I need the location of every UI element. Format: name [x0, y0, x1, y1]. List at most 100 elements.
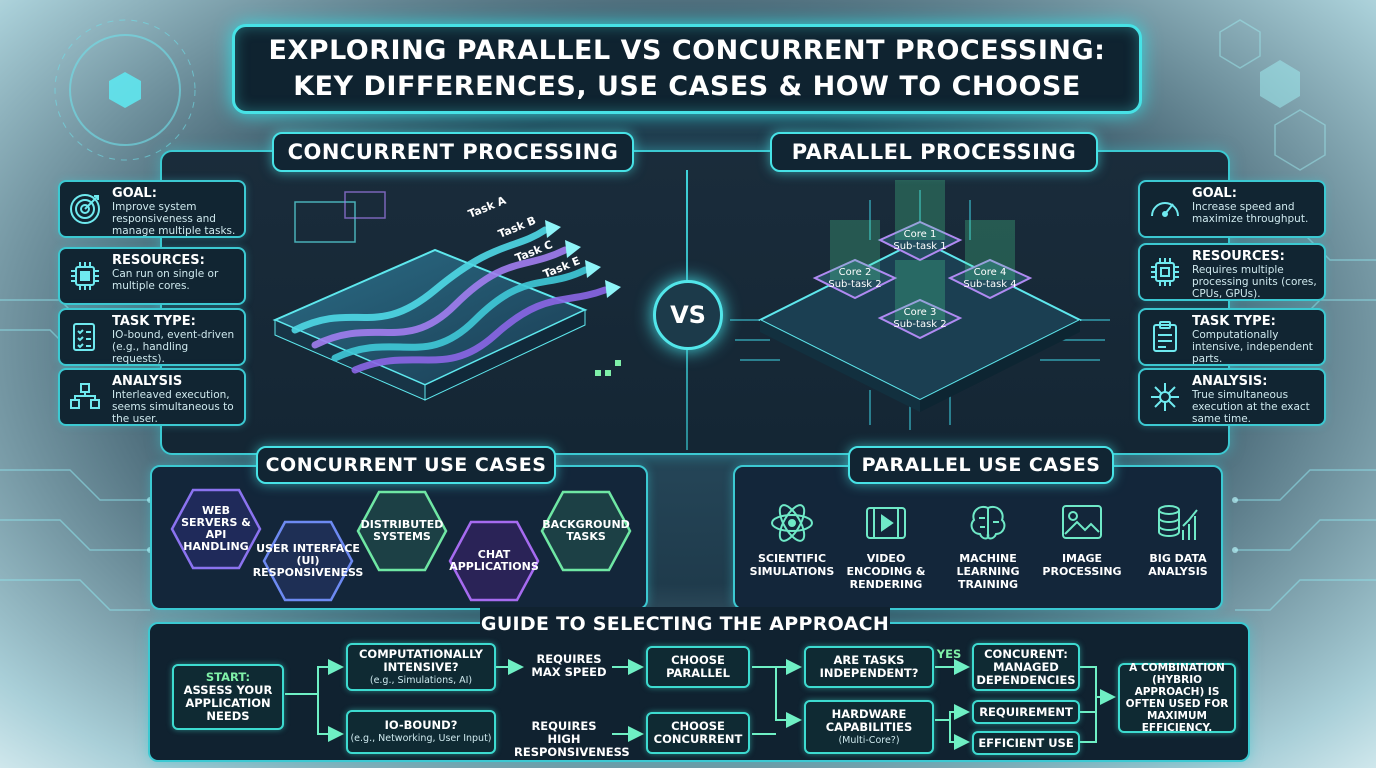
use-case-label: DISTRIBUTED SYSTEMS [360, 518, 444, 543]
use-case-video-encoding: VIDEO ENCODING & RENDERING [836, 500, 936, 591]
core-4-label: Core 4 [974, 267, 1007, 278]
concurrent-goal-card: GOAL: Improve system responsiveness and … [58, 180, 246, 238]
guide-computational-question: COMPUTATIONALLY INTENSIVE? (e.g., Simula… [346, 643, 496, 691]
question-text: COMPUTATIONALLY INTENSIVE? [358, 646, 483, 674]
parallel-use-cases-panel [733, 465, 1223, 610]
card-desc: Computationally intensive, independent p… [1192, 329, 1313, 365]
question-sub: (e.g., Networking, User Input) [350, 733, 492, 744]
card-label: TASK TYPE: [112, 314, 196, 329]
guide-hardware-capabilities: HARDWARE CAPABILITIES (Multi-Core?) [804, 700, 934, 754]
use-case-label: SCIENTIFIC SIMULATIONS [749, 552, 835, 578]
card-label: GOAL: [1192, 186, 1237, 201]
hardware-text: HARDWARE CAPABILITIES [825, 706, 913, 734]
concurrent-illustration: Task A Task B Task C Task E [272, 191, 621, 401]
parallel-illustration: Core 1 Sub-task 1 Core 2 Sub-task 2 Core… [730, 180, 1110, 430]
start-label: START: [205, 670, 251, 684]
target-icon [70, 194, 100, 224]
brain-icon [970, 506, 1006, 540]
use-case-label: WEB SERVERS & API HANDLING [181, 504, 251, 553]
guide-start-box: START: ASSESS YOUR APPLICATION NEEDS [172, 664, 284, 730]
card-label: RESOURCES: [112, 253, 205, 268]
guide-title: GUIDE TO SELECTING THE APPROACH [480, 607, 890, 641]
use-case-background-tasks: BACKGROUND TASKS [540, 490, 632, 572]
concurrent-task-type-card: TASK TYPE: IO-bound, event-driven (e.g.,… [58, 308, 246, 366]
parallel-processing-title: PARALLEL PROCESSING [770, 132, 1098, 172]
main-title-line2: KEY DIFFERENCES, USE CASES & HOW TO CHOO… [293, 71, 1081, 102]
core-3-task: Sub-task 2 [893, 319, 946, 330]
main-title-line1: EXPLORING PARALLEL VS CONCURRENT PROCESS… [268, 35, 1106, 66]
use-case-label: CHAT APPLICATIONS [449, 548, 539, 573]
speedometer-icon [1151, 202, 1179, 217]
concurrent-processing-title: CONCURRENT PROCESSING [272, 132, 634, 172]
parallel-goal-card: GOAL: Increase speed and maximize throug… [1138, 180, 1326, 238]
use-case-scientific-simulations: SCIENTIFIC SIMULATIONS [742, 500, 842, 578]
use-case-label: IMAGE PROCESSING [1042, 552, 1122, 578]
core-2-label: Core 2 [839, 267, 872, 278]
chip-icon [1151, 258, 1179, 286]
task-label-a: Task A [466, 194, 508, 221]
use-case-ui-responsiveness: USER INTERFACE (UI) RESPONSIVENESS [252, 520, 364, 602]
guide-requires-max-speed: REQUIRES MAX SPEED [531, 652, 607, 679]
card-label: GOAL: [112, 186, 157, 201]
card-desc: Requires multiple processing units (core… [1192, 264, 1317, 300]
start-text: ASSESS YOUR APPLICATION NEEDS [183, 683, 273, 723]
core-3-label: Core 3 [904, 307, 937, 318]
hardware-sub: (Multi-Core?) [838, 734, 900, 746]
concurrent-use-cases-title: CONCURRENT USE CASES [256, 446, 556, 484]
main-title-box: EXPLORING PARALLEL VS CONCURRENT PROCESS… [232, 24, 1142, 114]
card-label: ANALYSIS [112, 374, 183, 389]
use-case-image-processing: IMAGE PROCESSING [1032, 500, 1132, 578]
core-1-task: Sub-task 1 [893, 241, 946, 252]
card-desc: True simultaneous execution at the exact… [1192, 389, 1310, 425]
guide-yes-label: YES [936, 647, 962, 661]
vs-badge: VS [653, 280, 723, 350]
use-case-big-data-analysis: BIG DATA ANALYSIS [1128, 500, 1228, 578]
use-case-chat-applications: CHAT APPLICATIONS [448, 520, 540, 602]
concurrent-resources-card: RESOURCES: Can run on single or multiple… [58, 247, 246, 305]
concurrent-analysis-card: ANALYSIS Interleaved execution, seems si… [58, 368, 246, 426]
guide-efficient-use: EFFICIENT USE [972, 731, 1080, 755]
guide-choose-concurrent: CHOOSE CONCURRENT [646, 712, 750, 754]
use-case-label: MACHINE LEARNING TRAINING [956, 552, 1020, 591]
guide-requires-responsiveness: REQUIRES HIGH RESPONSIVENESS [514, 719, 630, 759]
chip-icon [71, 262, 99, 290]
use-case-label: VIDEO ENCODING & RENDERING [846, 552, 926, 591]
use-case-distributed-systems: DISTRIBUTED SYSTEMS [356, 490, 448, 572]
atom-icon [771, 504, 813, 542]
image-icon [1062, 505, 1102, 539]
core-1-label: Core 1 [904, 229, 937, 240]
parallel-use-cases-title: PARALLEL USE CASES [848, 446, 1114, 484]
core-4-task: Sub-task 4 [963, 279, 1016, 290]
guide-hybrid-conclusion: A COMBINATION (HYBRIO APPROACH) IS OFTEN… [1118, 662, 1236, 734]
use-case-machine-learning: MACHINE LEARNING TRAINING [938, 500, 1038, 591]
clipboard-icon [1153, 321, 1177, 352]
film-icon [866, 507, 906, 539]
parallel-task-type-card: TASK TYPE: Computationally intensive, in… [1138, 308, 1326, 366]
question-sub: (e.g., Simulations, AI) [369, 674, 473, 686]
core-2-task: Sub-task 2 [828, 279, 881, 290]
checklist-icon [73, 323, 95, 351]
card-label: TASK TYPE: [1192, 314, 1276, 329]
use-case-label: BIG DATA ANALYSIS [1148, 552, 1208, 578]
card-desc: Can run on single or multiple cores. [112, 268, 219, 292]
flowchart-icon [70, 383, 100, 409]
card-desc: Increase speed and maximize throughput. [1192, 201, 1309, 225]
card-label: RESOURCES: [1192, 249, 1285, 264]
network-icon [1151, 383, 1179, 411]
guide-concurrent-managed: CONCURENT: MANAGED DEPENDENCIES [972, 643, 1080, 691]
guide-requirement: REQUIREMENT [972, 700, 1080, 724]
guide-io-question: IO-BOUND? (e.g., Networking, User Input) [346, 710, 496, 754]
use-case-web-servers: WEB SERVERS & API HANDLING [170, 488, 262, 570]
question-text: IO-BOUND? [384, 718, 458, 732]
guide-choose-parallel: CHOOSE PARALLEL [646, 646, 750, 688]
parallel-resources-card: RESOURCES: Requires multiple processing … [1138, 243, 1326, 301]
guide-tasks-independent: ARE TASKS INDEPENDENT? [804, 646, 934, 688]
use-case-label: BACKGROUND TASKS [542, 518, 630, 543]
card-desc: Interleaved execution, seems simultaneou… [112, 389, 234, 425]
parallel-analysis-card: ANALYSIS: True simultaneous execution at… [1138, 368, 1326, 426]
card-desc: Improve system responsiveness and manage… [112, 201, 236, 237]
use-case-label: USER INTERFACE (UI) RESPONSIVENESS [252, 542, 364, 579]
card-label: ANALYSIS: [1192, 374, 1268, 389]
card-desc: IO-bound, event-driven (e.g., handling r… [112, 329, 235, 365]
database-chart-icon [1158, 505, 1198, 540]
